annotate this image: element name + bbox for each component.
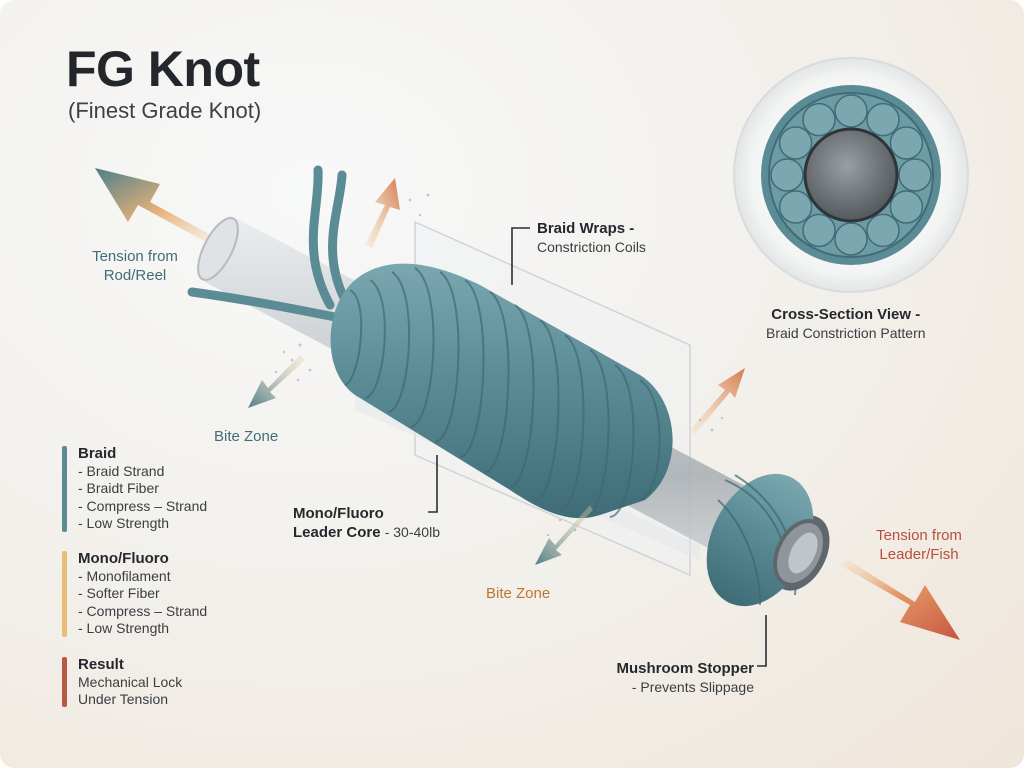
braid-tag-ends [187, 165, 355, 325]
tension-arrow-leader [840, 560, 960, 640]
legend-color-bar [62, 551, 67, 637]
braid-strand-circle [898, 158, 932, 192]
legend-item: Mechanical Lock [78, 673, 183, 690]
tension-arrow-rod [95, 168, 220, 243]
legend-item: Under Tension [78, 691, 169, 707]
legend-item: - Monofilament [78, 567, 171, 584]
callout-lines [428, 227, 767, 667]
cross-section-view [733, 57, 969, 293]
legend-item: - Low Strength [78, 620, 170, 636]
page-title: FG Knot [66, 41, 260, 97]
legend-item: - Compress – Strand [78, 497, 208, 514]
braid-strand-circle [866, 213, 900, 248]
braid-wrap-coils [330, 263, 673, 519]
braid-strand-circle [778, 126, 813, 160]
braid-strand-circle [834, 94, 868, 128]
friction-spray [274, 193, 724, 537]
legend-color-bar [62, 446, 67, 532]
legend-item: - Softer Fiber [78, 585, 160, 601]
legend-item: - Low Strength [78, 515, 170, 531]
legend-result: Result Mechanical Lock Under Tension [62, 656, 182, 709]
legend-mono-fluoro: Mono/Fluoro - Monofilament - Softer Fibe… [62, 550, 207, 638]
force-arrow-upper [365, 178, 400, 248]
braid-strand-circle [778, 190, 813, 224]
braid-strand-circle [889, 126, 924, 160]
label-tension-leader-fish: Tension from Leader/Fish [876, 527, 962, 563]
braid-strand-circle [802, 213, 836, 248]
braid-strand-circle [866, 102, 900, 137]
callout-cross-section: Cross-Section View - Braid Constriction … [766, 306, 926, 341]
page-subtitle: (Finest Grade Knot) [68, 98, 262, 123]
callout-mushroom-stopper: Mushroom Stopper - Prevents Slippage [616, 660, 755, 695]
legend-item: - Compress – Strand [78, 602, 208, 619]
force-arrow-bottom [535, 505, 593, 565]
legend-color-bar [62, 657, 67, 707]
force-arrow-left [248, 355, 305, 408]
mushroom-stopper [706, 473, 827, 607]
braid-strand-circle [889, 190, 924, 224]
label-bite-zone-bottom: Bite Zone [486, 585, 551, 602]
legend-item: - Braid Strand [78, 462, 165, 479]
force-arrow-right [690, 368, 745, 434]
legend-item: - Braidt Fiber [78, 480, 159, 496]
braid-strand-circle [834, 222, 868, 256]
callout-braid-wraps: Braid Wraps - Constriction Coils [537, 220, 646, 255]
legend-braid: Braid - Braid Strand - Braidt Fiber - Co… [62, 445, 207, 533]
braid-strand-circle [802, 102, 836, 137]
braid-strand-circle [770, 158, 804, 192]
label-bite-zone-left: Bite Zone [214, 428, 279, 445]
label-tension-rod-reel: Tension from Rod/Reel [92, 248, 178, 284]
callout-leader-core: Mono/Fluoro Leader Core - 30-40lb [293, 505, 440, 541]
